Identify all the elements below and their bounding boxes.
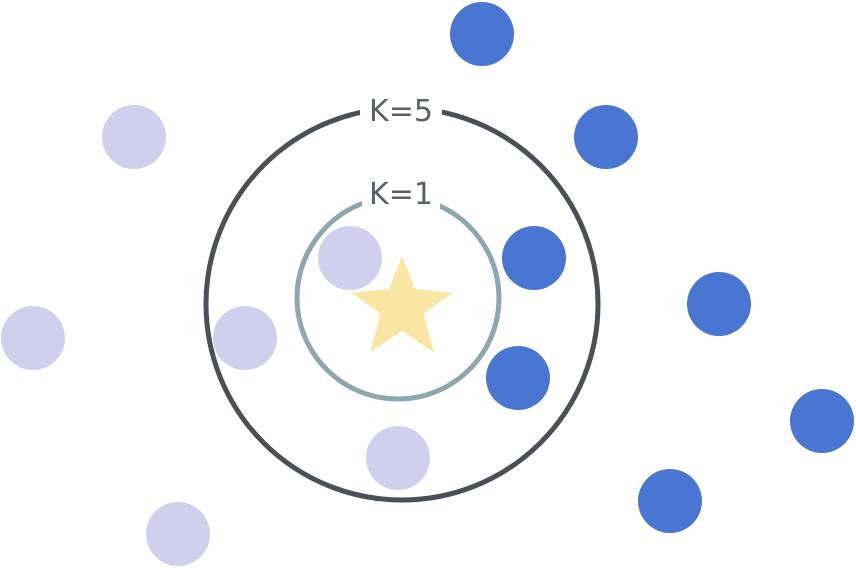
point-class-b [450,2,514,66]
ring-k1-label: K=1 [369,177,433,212]
point-class-b [574,105,638,169]
point-class-b [486,346,550,410]
ring-k5-label-gap [360,92,442,126]
point-class-a [102,105,166,169]
point-class-a [146,502,210,566]
point-class-b [502,226,566,290]
point-class-b [790,389,854,453]
point-class-a [1,306,65,370]
ring-k5-label: K=5 [369,94,433,129]
point-class-a [213,306,277,370]
ring-k1-label-gap [362,176,440,212]
point-class-a [318,226,382,290]
point-class-a [366,426,430,490]
point-class-b [687,272,751,336]
star-icon [351,256,453,353]
point-class-b [638,469,702,533]
